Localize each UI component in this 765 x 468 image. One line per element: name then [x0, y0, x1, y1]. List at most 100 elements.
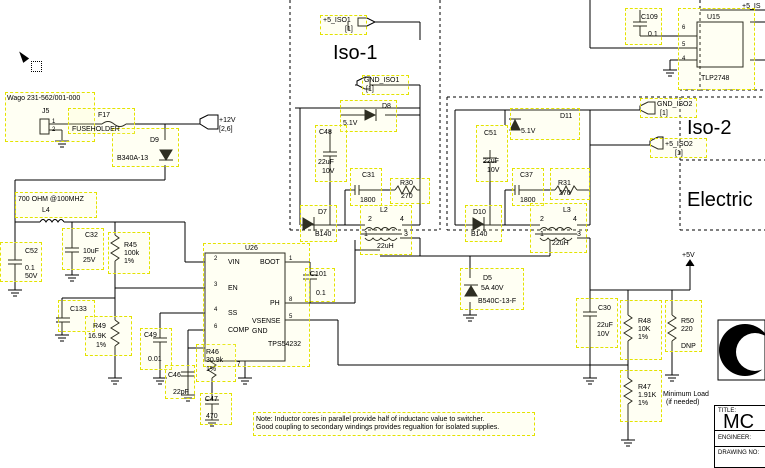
r49-tol: 1% — [96, 342, 107, 349]
u15-box — [678, 8, 755, 90]
l2-pin-1: 1 — [364, 231, 368, 238]
u26-pin-vsense: VSENSE — [252, 318, 281, 325]
l2-pin-4: 4 — [400, 216, 404, 223]
ferrite-spec: 700 OHM @100MHZ — [18, 196, 84, 203]
net-12v-label: +12V — [219, 117, 236, 124]
r50-ref: R50 — [681, 318, 694, 325]
d5-box — [460, 268, 524, 310]
connector-pin-2: 2 — [52, 127, 56, 133]
r50-note: DNP — [681, 343, 696, 350]
r48-box — [620, 300, 662, 360]
iso1-net-top: +5_ISO1 — [323, 17, 351, 24]
iso1-net-gnd: GND_ISO1 — [364, 77, 400, 84]
c37-box — [512, 168, 544, 206]
l3-pin-3: 3 — [577, 231, 581, 238]
c51-rating: 10V — [487, 167, 500, 174]
c49-box — [140, 328, 172, 370]
c52-ref: C52 — [25, 248, 38, 255]
u26-num-comp: 6 — [214, 324, 218, 330]
c48-ref: C48 — [319, 129, 332, 136]
c109-box — [625, 8, 662, 45]
note-box — [253, 412, 535, 436]
c101-box — [305, 268, 335, 302]
r47-value: 1.91K — [638, 392, 657, 399]
c31-value: 1800 — [360, 197, 376, 204]
r30-box — [390, 178, 430, 204]
r46-value: 30.9k — [206, 357, 224, 364]
c49-value: 0.01 — [148, 356, 162, 363]
net-5v-label: +5V — [682, 252, 695, 259]
r45-ref: R45 — [124, 242, 137, 249]
c109-ref: C109 — [641, 14, 658, 21]
l2-box — [360, 205, 412, 255]
c46-value: 22pF — [173, 389, 189, 396]
title-block-title: TITLE: MC — [714, 405, 765, 432]
r47-box — [620, 370, 662, 422]
r47-tol: 1% — [638, 400, 649, 407]
l3-box — [530, 203, 587, 253]
iso1-title: Iso-1 — [333, 42, 378, 64]
c47-box — [200, 393, 232, 425]
c101-ref: C101 — [310, 271, 327, 278]
title-value: MC — [723, 411, 755, 433]
l2-ref: L2 — [380, 207, 388, 214]
note-line2: Good coupling to secondary windings prov… — [256, 424, 500, 431]
title-label: TITLE: — [718, 408, 737, 414]
u15-net: +5_IS — [742, 3, 761, 10]
iso1-net-top-page: [1] — [345, 26, 353, 33]
d8-value: 5.1V — [343, 120, 358, 127]
u26-pin-en: EN — [228, 285, 238, 292]
u26-num-en: 3 — [214, 282, 218, 288]
c32-value: 10uF — [83, 248, 99, 255]
c109-value: 0.1 — [648, 31, 658, 38]
fuse-box — [68, 108, 135, 134]
r45-box — [108, 232, 150, 274]
u26-pin-gnd: GND — [252, 328, 268, 335]
c46-ref: C46 — [168, 372, 181, 379]
u26-num-boot: 1 — [289, 256, 293, 262]
u26-num-gnd: 7 — [237, 362, 241, 368]
r47-ref: R47 — [638, 384, 651, 391]
r45-value: 100k — [124, 250, 140, 257]
c48-rating: 10V — [322, 168, 335, 175]
d7-box — [300, 205, 337, 242]
c32-rating: 25V — [83, 257, 96, 264]
r31-value: 270 — [559, 190, 571, 197]
l3-pin-4: 4 — [573, 216, 577, 223]
r49-ref: R49 — [93, 323, 106, 330]
r31-ref: R31 — [558, 180, 571, 187]
c37-value: 1800 — [520, 197, 536, 204]
u26-pin-ph: PH — [270, 300, 280, 307]
min-load-line1: Minimum Load — [663, 391, 709, 398]
c32-ref: C32 — [85, 232, 98, 239]
u26-num-vin: 2 — [214, 256, 218, 262]
d5-rating: 5A 40V — [481, 285, 504, 292]
c51-ref: C51 — [484, 130, 497, 137]
min-load-line2: (if needed) — [666, 399, 700, 406]
l2-value: 22uH — [377, 243, 394, 250]
iso2-net-gnd-box — [640, 98, 697, 118]
u26-pin-ss: SS — [228, 310, 238, 317]
l3-value: 22uH — [552, 240, 569, 247]
u26-part: TPS54232 — [268, 341, 302, 348]
c133-ref: C133 — [70, 306, 87, 313]
d5-part: B540C-13-F — [478, 298, 517, 305]
l2-pin-3: 3 — [404, 231, 408, 238]
note-line1: Note: Inductor cores in parallel provide… — [256, 416, 485, 423]
u15-pin-5: 5 — [682, 42, 686, 48]
c30-box — [576, 298, 618, 348]
r46-box — [196, 344, 236, 382]
iso1-net-gnd-page: [1] — [366, 86, 374, 93]
d10-box — [465, 205, 502, 242]
u26-ref: U26 — [245, 245, 258, 252]
u26-pin-boot: BOOT — [260, 259, 280, 266]
d10-ref: D10 — [473, 209, 486, 216]
iso2-net-gnd-page: [1] — [660, 110, 668, 117]
r50-box — [665, 300, 702, 352]
c32-box — [62, 228, 104, 270]
iso2-net-gnd: GND_ISO2 — [657, 101, 693, 108]
c47-ref: C47 — [205, 396, 218, 403]
c52-value: 0.1 — [25, 265, 35, 272]
d7-value: B140 — [315, 231, 332, 238]
